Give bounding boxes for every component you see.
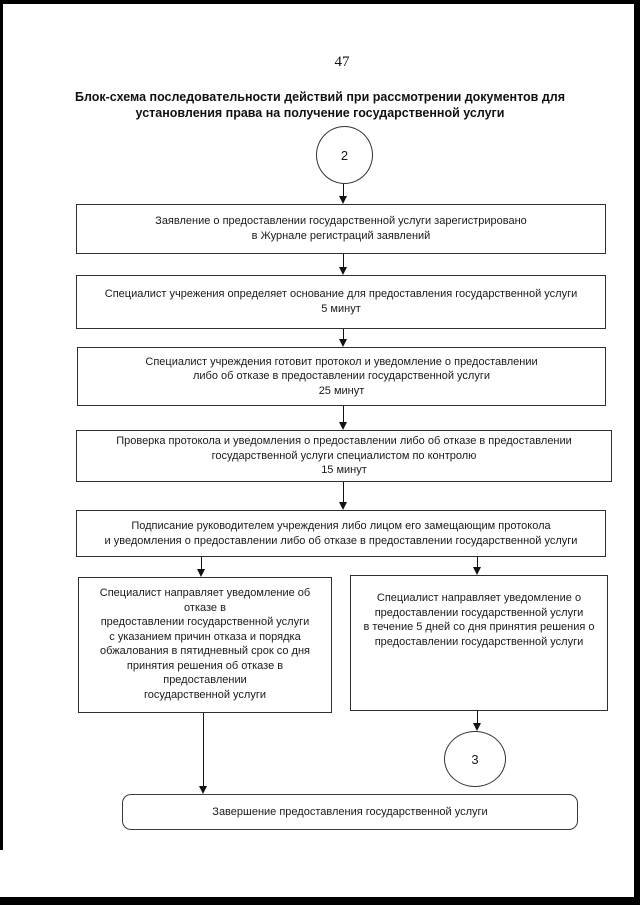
flow-line — [343, 254, 344, 268]
flow-node-text: Специалист учрежения определяет основани… — [104, 288, 578, 315]
connector-end-label: 3 — [471, 751, 479, 767]
flow-node-text: Специалист направляет уведомление об отк… — [99, 587, 311, 701]
flow-line — [343, 329, 344, 340]
page-border-top — [0, 0, 640, 4]
flow-node-text: Специалист направляет уведомление о пред… — [363, 592, 595, 648]
flow-line — [343, 184, 344, 197]
connector-circle-end: 3 — [444, 731, 506, 787]
connector-circle-start: 2 — [316, 126, 373, 184]
flow-node-refusal-notice: Специалист направляет уведомление об отк… — [78, 577, 332, 713]
page-border-right — [634, 0, 640, 903]
flow-node-control-check: Проверка протокола и уведомления о предо… — [76, 430, 612, 482]
flow-line — [477, 711, 478, 724]
flow-node-determine-basis: Специалист учрежения определяет основани… — [76, 275, 606, 329]
arrowhead-down-icon — [197, 569, 205, 577]
flow-node-prepare-protocol: Специалист учреждения готовит протокол и… — [77, 347, 606, 406]
flow-node-approval-notice: Специалист направляет уведомление о пред… — [350, 575, 608, 711]
arrowhead-down-icon — [473, 567, 481, 575]
page-border-left — [0, 0, 3, 850]
arrowhead-down-icon — [339, 339, 347, 347]
flow-node-completion: Завершение предоставления государственно… — [122, 794, 578, 830]
arrowhead-down-icon — [339, 422, 347, 430]
page-number: 47 — [334, 54, 350, 70]
flow-node-text: Проверка протокола и уведомления о предо… — [116, 435, 572, 477]
page-border-bottom — [0, 897, 640, 905]
arrowhead-down-icon — [199, 786, 207, 794]
arrowhead-down-icon — [339, 502, 347, 510]
flow-line — [343, 482, 344, 503]
flow-node-text: Завершение предоставления государственно… — [212, 805, 488, 818]
arrowhead-down-icon — [339, 196, 347, 204]
flow-node-text: Подписание руководителем учреждения либо… — [104, 519, 578, 547]
flow-line — [477, 557, 478, 568]
connector-start-label: 2 — [340, 147, 349, 163]
flow-node-registered: Заявление о предоставлении государственн… — [76, 204, 606, 254]
flow-line — [201, 557, 202, 570]
arrowhead-down-icon — [339, 267, 347, 275]
arrowhead-down-icon — [473, 723, 481, 731]
flow-node-signing: Подписание руководителем учреждения либо… — [76, 510, 606, 557]
diagram-title: Блок-схема последовательности действий п… — [74, 90, 566, 120]
flow-line — [343, 406, 344, 423]
flow-node-text: Заявление о предоставлении государственн… — [155, 215, 527, 242]
flow-line — [203, 713, 204, 787]
flow-node-text: Специалист учреждения готовит протокол и… — [145, 355, 538, 397]
